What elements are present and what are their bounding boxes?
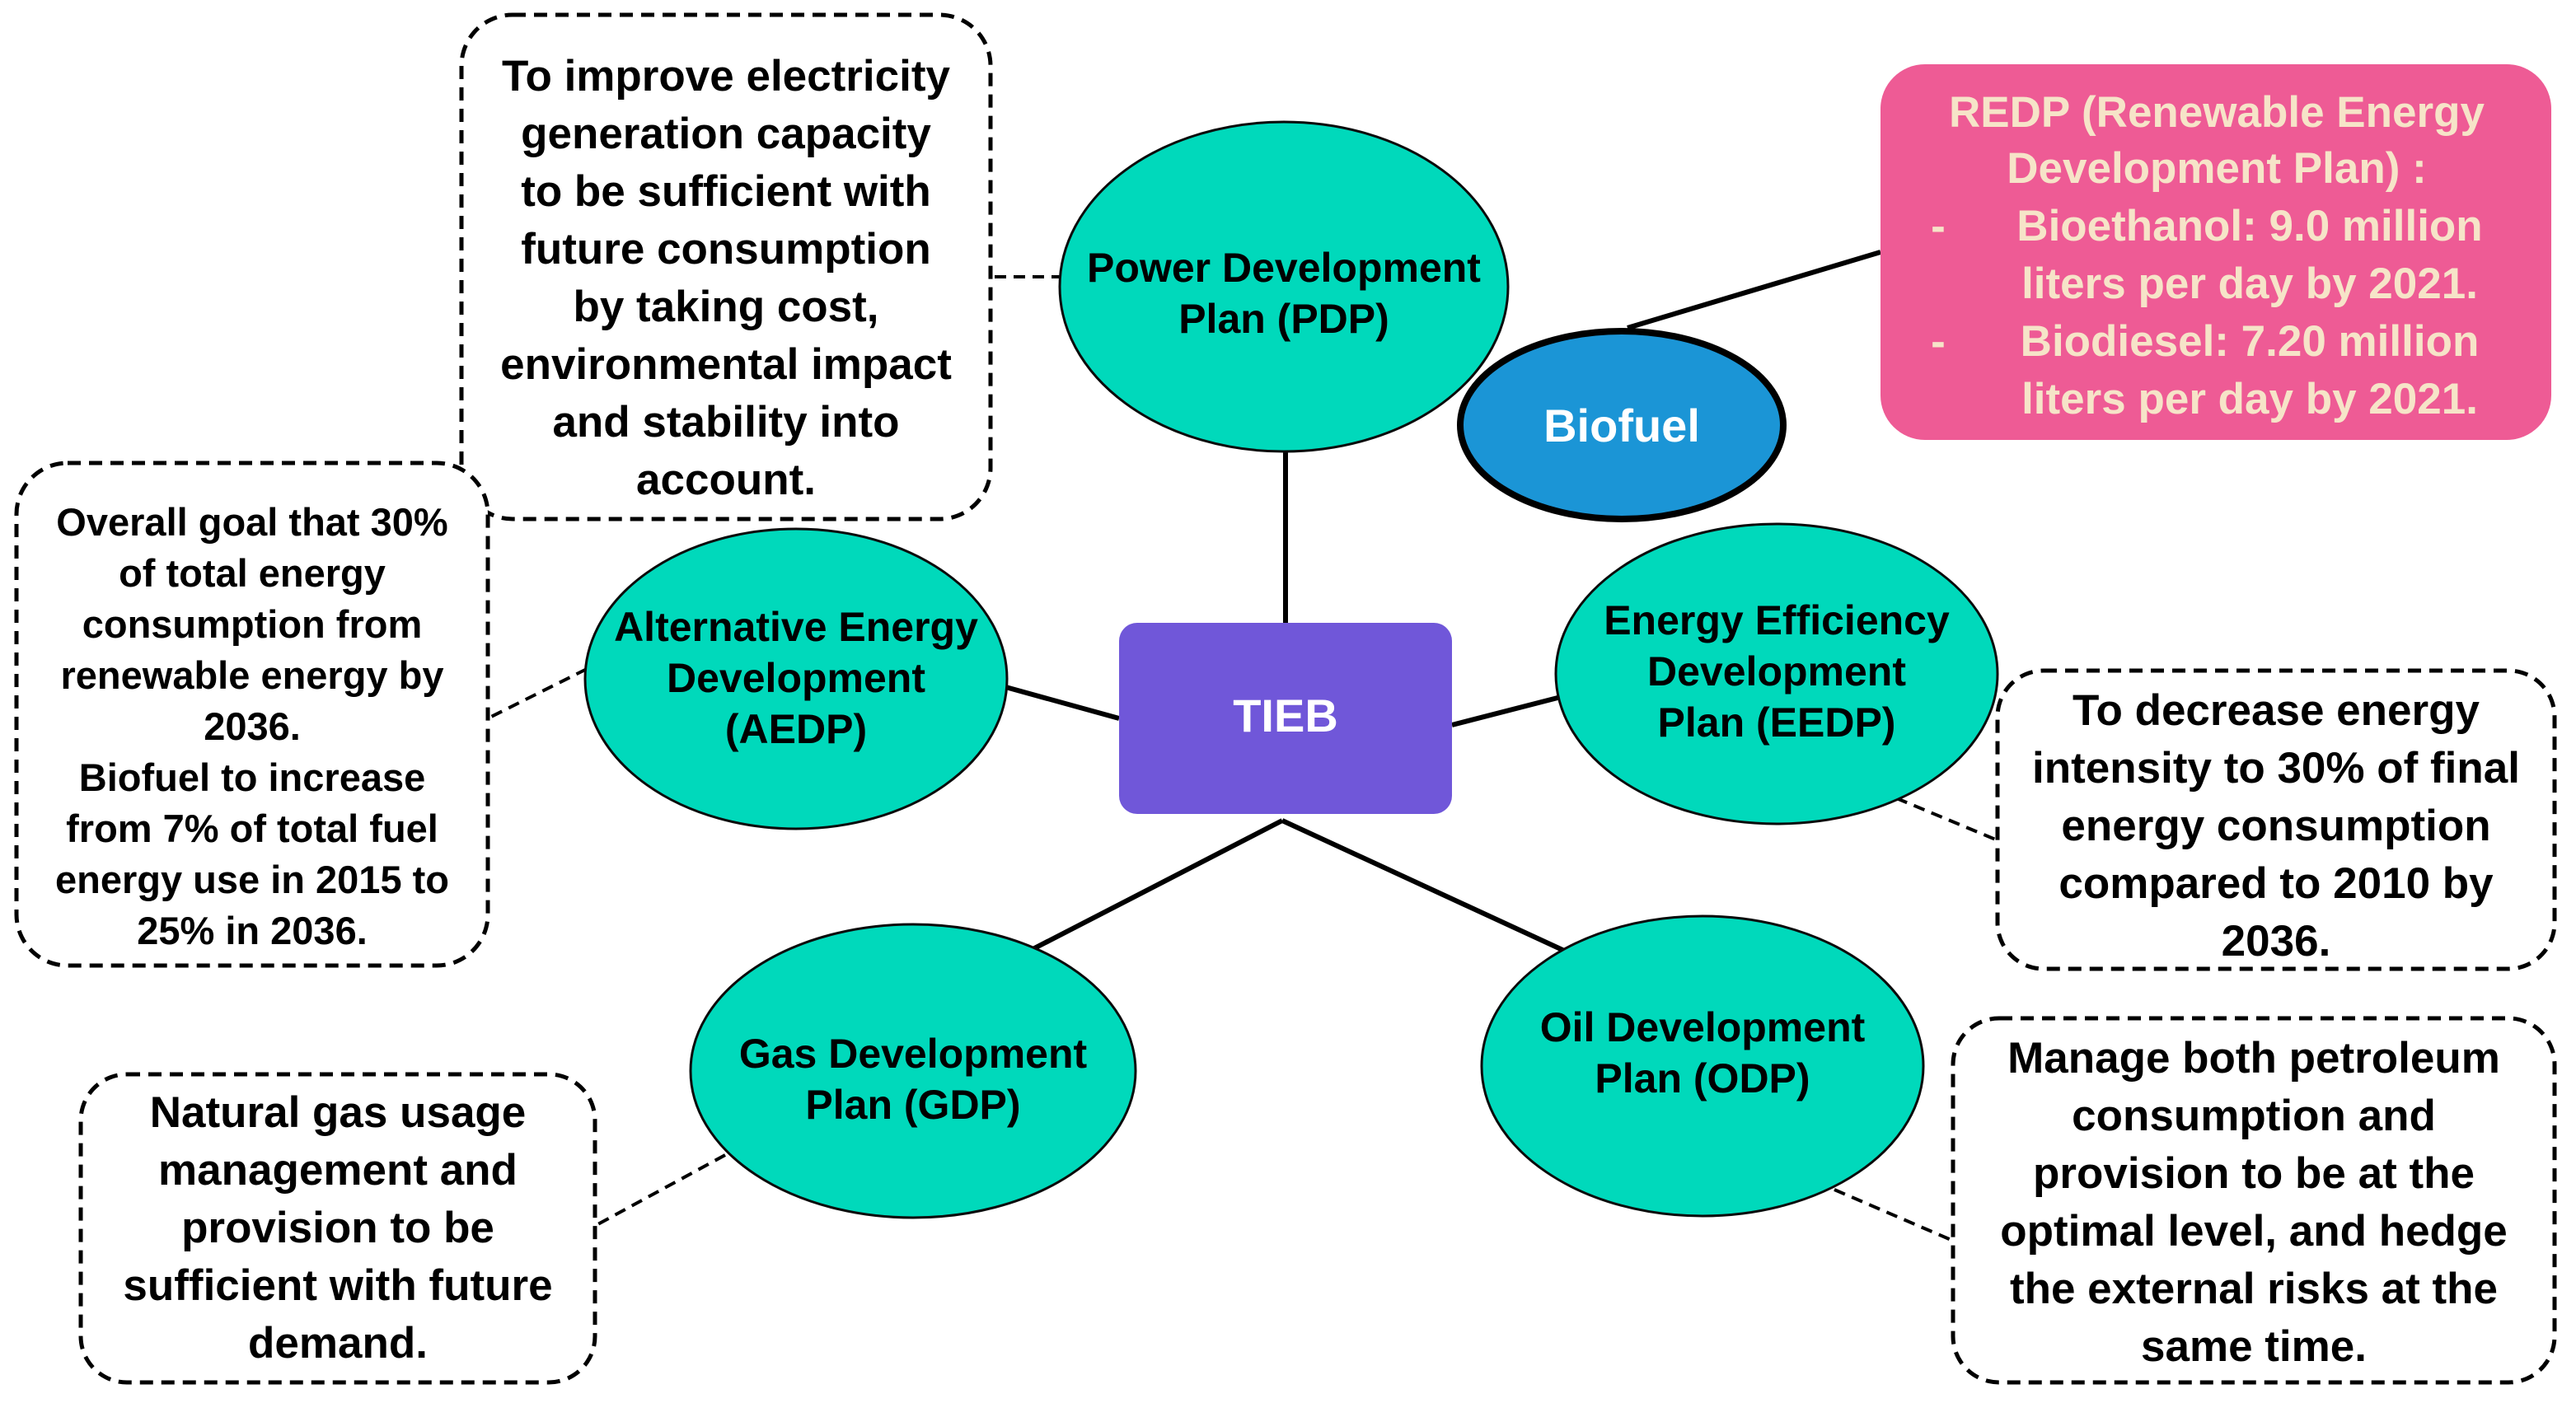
redp-box	[1880, 64, 2551, 440]
odp-note-text: Manage both petroleum consumption and prov…	[2000, 1034, 2508, 1371]
eedp-note-line: To decrease energy	[2073, 686, 2480, 735]
redp-bullet: -	[1931, 202, 1946, 250]
eedp-note-line: energy consumption	[2061, 802, 2490, 850]
eedp-note-line: compared to 2010 by	[2058, 859, 2494, 908]
pdp-label-line: Power Development	[1087, 245, 1481, 291]
pdp-label-line: Plan (PDP)	[1178, 296, 1389, 342]
note-boxes	[14, 12, 2557, 1385]
odp-note-line: same time.	[2141, 1322, 2367, 1371]
odp-note-box	[1951, 1016, 2557, 1385]
eedp-node	[1554, 522, 1999, 825]
aedp-label-line: Alternative Energy	[614, 604, 978, 650]
plan-ellipses	[583, 120, 1999, 1219]
redp-title-line: Development Plan) :	[2007, 144, 2426, 193]
pdp-note-text: To improve electricity generation capacit…	[500, 52, 952, 504]
connector-tieb-odp	[1281, 818, 1584, 961]
aedp-note-line: energy use in 2015 to	[55, 858, 449, 901]
dash-odp-note	[1834, 1188, 1954, 1242]
pdp-node	[1058, 120, 1510, 453]
pdp-note-line: by taking cost,	[573, 283, 878, 331]
redp-item-line: Biodiesel: 7.20 million	[2021, 317, 2480, 366]
odp-node	[1480, 914, 1925, 1218]
gdp-note-line: management and	[158, 1146, 518, 1195]
aedp-note-line: 25% in 2036.	[137, 909, 368, 952]
solid-connectors	[993, 250, 1881, 961]
aedp-label-line: Development	[667, 655, 925, 701]
odp-note-line: provision to be at the	[2033, 1149, 2475, 1198]
connector-biofuel-redp	[1627, 250, 1881, 330]
connector-tieb-gdp	[1015, 818, 1284, 960]
aedp-note-box	[14, 461, 490, 968]
pdp-note-line: and stability into	[552, 398, 899, 447]
gdp-node	[689, 923, 1137, 1219]
pdp-note-line: generation capacity	[521, 110, 931, 158]
aedp-note-line: renewable energy by	[61, 653, 444, 697]
aedp-note-line: from 7% of total fuel	[66, 807, 438, 850]
pdp-note-line: To improve electricity	[502, 52, 950, 101]
odp-note-line: consumption and	[2072, 1092, 2436, 1140]
gdp-note-line: sufficient with future	[123, 1261, 552, 1310]
odp-note-line: optimal level, and hedge	[2000, 1207, 2508, 1256]
aedp-note-text: Overall goal that 30% of total energy cons…	[55, 500, 449, 952]
eedp-label-line: Plan (EEDP)	[1658, 699, 1896, 746]
aedp-node	[583, 527, 1009, 830]
redp-item-line: liters per day by 2021.	[2021, 375, 2478, 423]
eedp-note-text: To decrease energy intensity to 30% of fi…	[2032, 686, 2520, 966]
aedp-note-line: of total energy	[119, 551, 386, 595]
eedp-note-line: intensity to 30% of final	[2032, 744, 2520, 793]
pdp-note-line: account.	[636, 456, 816, 504]
dash-gdp-note	[594, 1153, 726, 1228]
aedp-note-line: consumption from	[82, 602, 423, 646]
redp-text: REDP (Renewable Energy Development Plan)…	[1931, 88, 2485, 423]
biofuel-label: Biofuel	[1543, 400, 1700, 451]
odp-label-line: Oil Development	[1540, 1004, 1866, 1050]
eedp-label-line: Development	[1647, 648, 1906, 694]
gdp-note-box	[78, 1072, 597, 1385]
eedp-note-box	[1995, 668, 2557, 971]
redp-item-line: liters per day by 2021.	[2021, 260, 2478, 308]
eedp-label-line: Energy Efficiency	[1604, 597, 1950, 643]
aedp-label-line: (AEDP)	[725, 706, 867, 752]
redp-title-line: REDP (Renewable Energy	[1949, 88, 2485, 137]
tieb-label: TIEB	[1233, 690, 1338, 741]
biofuel-node	[1457, 328, 1787, 522]
gdp-note-line: demand.	[248, 1319, 428, 1368]
gdp-label-line: Plan (GDP)	[805, 1082, 1020, 1128]
gdp-note-line: provision to be	[181, 1204, 494, 1252]
aedp-note-line: Overall goal that 30%	[56, 500, 447, 544]
tieb-center-box	[1119, 623, 1452, 814]
pdp-note-line: future consumption	[521, 225, 931, 274]
eedp-note-line: 2036.	[2222, 917, 2331, 966]
pdp-note-line: environmental impact	[500, 340, 952, 389]
redp-bullet: -	[1931, 317, 1946, 366]
pdp-note-line: to be sufficient with	[521, 167, 931, 216]
gdp-note-line: Natural gas usage	[150, 1088, 527, 1137]
redp-item-line: Bioethanol: 9.0 million	[2016, 202, 2482, 250]
odp-note-line: the external risks at the	[2010, 1265, 2498, 1313]
aedp-note-line: Biofuel to increase	[79, 755, 426, 799]
odp-note-line: Manage both petroleum	[2007, 1034, 2500, 1083]
connector-tieb-aedp	[993, 681, 1120, 721]
pdp-note-box	[459, 12, 993, 521]
gdp-label-line: Gas Development	[739, 1031, 1088, 1077]
aedp-note-line: 2036.	[204, 704, 301, 748]
gdp-note-text: Natural gas usage management and provision…	[123, 1088, 552, 1368]
odp-label-line: Plan (ODP)	[1595, 1055, 1810, 1101]
dash-aedp-note	[487, 667, 588, 720]
connector-tieb-eedp	[1451, 694, 1565, 727]
